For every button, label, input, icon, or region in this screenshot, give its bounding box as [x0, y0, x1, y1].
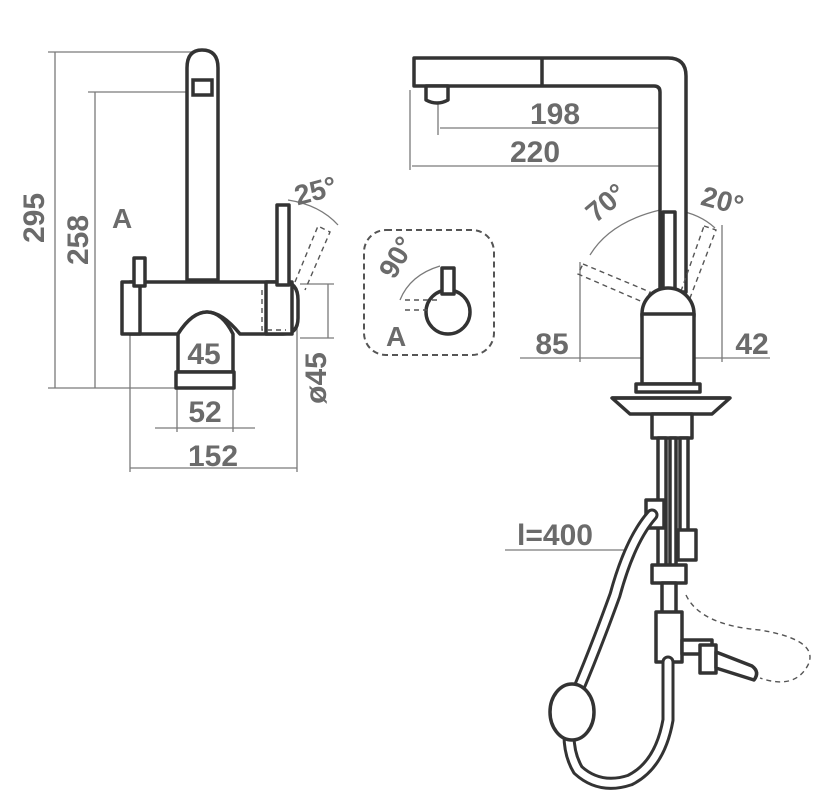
side-angle-70-label: 70° — [580, 177, 632, 228]
side-outlet-pipe — [714, 650, 759, 682]
side-base-flange — [634, 382, 702, 394]
front-left-lever — [132, 256, 147, 288]
front-height-258-label: 258 — [62, 215, 95, 265]
side-angle-20-label: 20° — [698, 180, 747, 221]
side-hose-length-label: l=400 — [517, 519, 593, 552]
front-height-295-label: 295 — [18, 193, 51, 243]
side-tee — [654, 610, 684, 664]
front-width-152-label: 152 — [188, 440, 238, 473]
front-aerator — [191, 78, 214, 97]
side-shank — [650, 412, 694, 440]
front-neck — [176, 310, 235, 374]
side-supply-hose-dashed — [685, 594, 811, 683]
inset-view: 90° A — [363, 229, 495, 356]
front-width-45-label: 45 — [187, 338, 220, 371]
front-view-marker-a: A — [112, 203, 132, 234]
side-dimension-lines — [409, 90, 770, 551]
side-reach-220-label: 220 — [510, 136, 560, 169]
front-spout — [185, 48, 220, 282]
front-left-cap — [120, 280, 142, 336]
side-offset-85-label: 85 — [535, 328, 568, 361]
front-right-cap — [264, 280, 294, 336]
front-lever-rotated — [294, 225, 331, 291]
front-diameter-45-label: ø45 — [300, 352, 333, 404]
side-lever-front-position — [577, 263, 651, 304]
front-foot — [174, 370, 236, 390]
inset-lever — [440, 266, 456, 296]
front-right-lever — [275, 203, 291, 287]
front-lever-angle-label: 25° — [291, 170, 340, 211]
side-base-plate — [610, 396, 732, 416]
side-pull-out-hose — [562, 508, 675, 790]
side-lever — [661, 210, 677, 294]
side-offset-42-label: 42 — [735, 328, 768, 361]
side-view: 198 220 70° 20° 85 42 l=400 — [409, 56, 811, 790]
front-view: 295 258 A 25° 45 ø45 52 152 — [18, 48, 340, 473]
side-body — [640, 312, 696, 386]
side-reach-198-label: 198 — [530, 98, 580, 131]
side-spray-head — [424, 84, 450, 105]
front-width-52-label: 52 — [188, 396, 221, 429]
inset-handle-circle — [424, 288, 472, 336]
side-nut — [698, 643, 718, 675]
inset-marker-a: A — [386, 321, 406, 352]
side-valve — [650, 563, 688, 585]
side-hose-weight — [548, 682, 596, 742]
